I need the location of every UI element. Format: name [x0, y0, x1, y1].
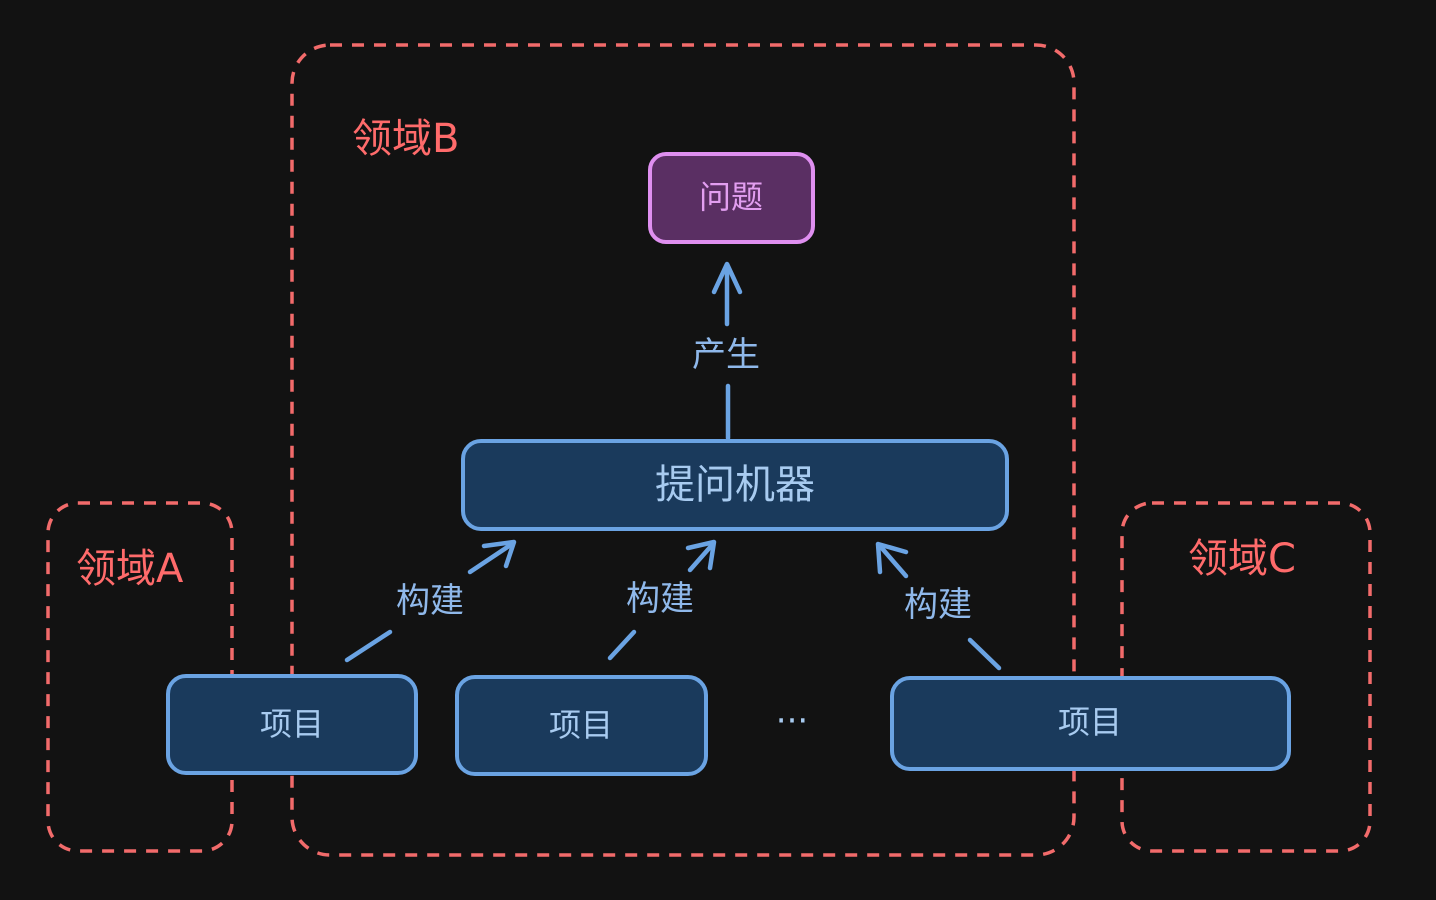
edge-label-produce: 产生 [692, 335, 760, 375]
arrowhead-build-3 [875, 541, 909, 575]
arrowhead-question [711, 261, 743, 295]
edge-build-2-upper [687, 542, 715, 573]
more-projects-ellipsis: ··· [776, 701, 808, 741]
domain-b-container [290, 43, 1076, 857]
edge-label-build-1: 构建 [396, 581, 464, 621]
domain-c-label: 领域C [1188, 536, 1296, 582]
edge-build-3-upper [877, 543, 909, 579]
arrowhead-build-2 [685, 539, 717, 571]
edge-build-1-lower [344, 629, 393, 663]
arrowhead-build-1 [481, 539, 517, 569]
edge-build-1-upper [467, 541, 515, 575]
domain-b-label: 领域B [352, 116, 459, 162]
edge-label-build-3: 构建 [904, 585, 972, 625]
edge-label-build-2: 构建 [626, 579, 694, 619]
project-node-1-label: 项目 [260, 705, 324, 743]
domain-a-label: 领域A [76, 546, 184, 592]
project-node-2-label: 项目 [549, 706, 613, 744]
question-node-label: 问题 [699, 178, 763, 216]
question-node[interactable] [648, 152, 815, 244]
project-node-2[interactable] [455, 675, 708, 776]
project-node-3[interactable] [890, 676, 1291, 771]
questioning-machine-label: 提问机器 [655, 462, 815, 508]
edge-build-2-lower [607, 629, 637, 661]
edge-build-3-lower [967, 637, 1002, 671]
project-node-1[interactable] [166, 674, 418, 775]
project-node-3-label: 项目 [1058, 703, 1122, 741]
questioning-machine-node[interactable] [461, 439, 1009, 531]
